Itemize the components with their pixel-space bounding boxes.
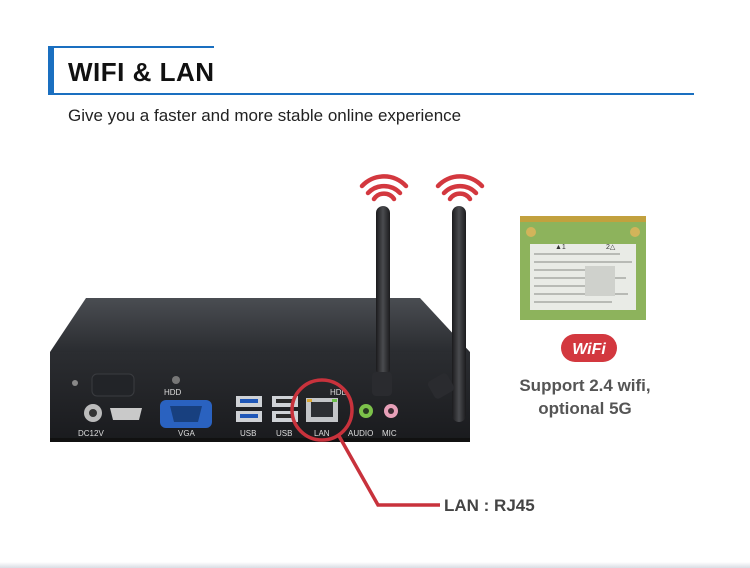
- port-label-usb-2: USB: [276, 429, 292, 438]
- wifi-card-antenna-2-label: 2△: [606, 244, 616, 251]
- port-panel: [72, 373, 398, 428]
- wifi-support-line-1: Support 2.4 wifi,: [519, 376, 651, 395]
- wifi-support-text: Support 2.4 wifi, optional 5G: [500, 374, 670, 420]
- port-labels: DC12V VGA USB USB LAN HDD HDD AUDIO MIC: [78, 388, 397, 438]
- wifi-badge-text: WiFi: [572, 341, 606, 358]
- port-label-audio: AUDIO: [348, 429, 373, 438]
- port-label-mic: MIC: [382, 429, 397, 438]
- footer-divider: [0, 562, 750, 568]
- page-title: WIFI & LAN: [68, 57, 215, 87]
- port-label-hdd-2: HDD: [330, 388, 348, 397]
- header-accent-bar: [48, 46, 54, 95]
- port-label-lan: LAN: [314, 429, 330, 438]
- wifi-support-line-2: optional 5G: [538, 399, 632, 418]
- lan-rj45-label: LAN : RJ45: [444, 496, 535, 515]
- wifi-signal-icon-right: [435, 174, 485, 202]
- lan-callout: [290, 378, 440, 507]
- header-frame: [48, 46, 694, 95]
- port-label-hdd: HDD: [164, 388, 182, 397]
- antenna-left: [372, 206, 392, 396]
- wifi-signal-icon-left: [359, 174, 409, 202]
- header-bottom-line: [48, 93, 694, 95]
- port-label-usb-1: USB: [240, 429, 256, 438]
- header-top-line: [48, 46, 214, 48]
- wifi-card-antenna-1-label: ▲1: [555, 244, 566, 251]
- page-subtitle: Give you a faster and more stable online…: [68, 106, 462, 125]
- port-label-vga: VGA: [178, 429, 196, 438]
- wifi-card-image: ▲1 2△: [520, 216, 646, 320]
- wifi-badge-icon: WiFi: [560, 333, 618, 363]
- port-label-dc: DC12V: [78, 429, 104, 438]
- antenna-right: [427, 206, 466, 422]
